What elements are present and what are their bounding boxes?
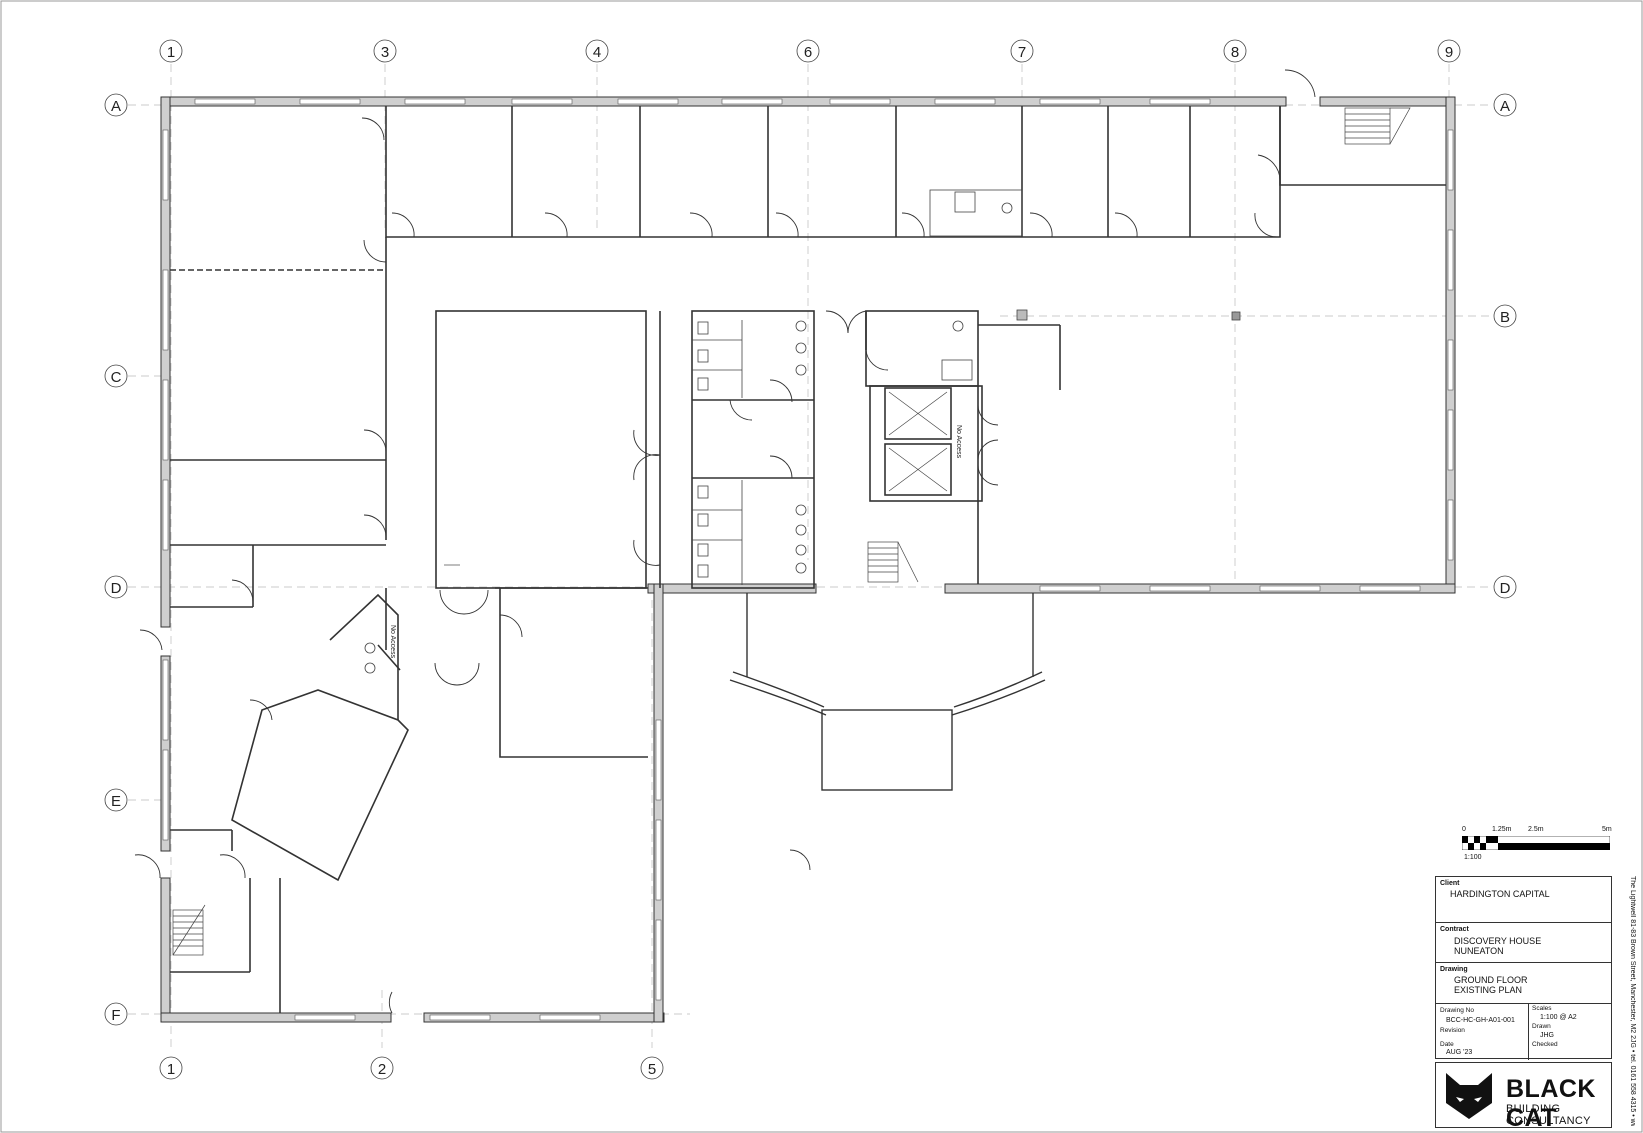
client-row: Client HARDINGTON CAPITAL: [1436, 877, 1611, 923]
scale-tick-1: 1.25m: [1492, 826, 1512, 833]
contract-row: Contract DISCOVERY HOUSE NUNEATON: [1436, 923, 1611, 963]
windows: [162, 98, 1454, 1021]
drawing-line2: EXISTING PLAN: [1454, 985, 1523, 995]
company-address: The Lightwell 81-83 Brown Street, Manche…: [1629, 876, 1636, 1126]
grid-label-left-0: A: [111, 98, 121, 115]
drawing-no-value: BCC-HC-GH-A01-001: [1446, 1017, 1515, 1024]
revision-label: Revision: [1440, 1027, 1465, 1034]
drawn-value: JHG: [1540, 1032, 1554, 1039]
scale-bar: 0 1.25m 2.5m 5m 1:100: [1462, 822, 1612, 868]
drawing-line1: GROUND FLOOR: [1454, 975, 1528, 985]
company-logo: BLACK CAT BUILDING CONSULTANCY: [1435, 1062, 1612, 1132]
client-value: HARDINGTON CAPITAL: [1450, 889, 1550, 899]
drawing-no-label: Drawing No: [1440, 1007, 1474, 1014]
grid-labels: 1 3 4 6 7 8 9 1 2 5 A C D E F A B D: [111, 44, 1511, 1078]
scale-tick-0: 0: [1462, 826, 1466, 833]
black-cat-icon: [1446, 1073, 1492, 1119]
grid-label-right-2: D: [1500, 580, 1511, 597]
door-swings: [134, 69, 1316, 1014]
grid-label-bottom-0: 1: [167, 1061, 175, 1078]
grid-label-right-0: A: [1500, 98, 1510, 115]
grid-label-bottom-2: 5: [648, 1061, 656, 1078]
logo-brand-text: BLACK CAT: [1506, 1075, 1596, 1132]
date-value: AUG '23: [1446, 1049, 1473, 1056]
internal-walls: [170, 106, 1446, 1013]
checked-label: Checked: [1532, 1041, 1558, 1048]
scale-tick-3: 5m: [1602, 826, 1612, 833]
client-label: Client: [1440, 880, 1460, 887]
grid-label-top-4: 7: [1018, 44, 1026, 61]
scale-tick-2: 2.5m: [1528, 826, 1544, 833]
grid-label-left-3: E: [111, 793, 121, 810]
wc-cubicles: [364, 189, 1241, 674]
grid-label-right-1: B: [1500, 309, 1510, 326]
title-block: Client HARDINGTON CAPITAL Contract DISCO…: [1435, 876, 1612, 1060]
contract-line2: NUNEATON: [1454, 946, 1504, 956]
lift-icon: [888, 391, 948, 492]
grid-label-left-4: F: [111, 1007, 120, 1024]
grid-lines: [128, 64, 1490, 1048]
contract-line1: DISCOVERY HOUSE: [1454, 936, 1542, 946]
drawing-row: Drawing GROUND FLOOR EXISTING PLAN: [1436, 963, 1611, 1004]
grid-label-left-1: C: [111, 369, 122, 386]
grid-label-top-3: 6: [804, 44, 812, 61]
grid-label-left-2: D: [111, 580, 122, 597]
grid-label-bottom-1: 2: [378, 1061, 386, 1078]
scale-ratio: 1:100: [1464, 854, 1482, 861]
grid-label-top-0: 1: [167, 44, 175, 61]
logo-sub-text: BUILDING CONSULTANCY: [1506, 1103, 1591, 1127]
scale-label: Scales: [1532, 1005, 1552, 1012]
entrance-lobby: [729, 593, 1046, 791]
grid-label-top-1: 3: [381, 44, 389, 61]
drawing-label: Drawing: [1440, 966, 1468, 973]
scale-value: 1:100 @ A2: [1540, 1014, 1577, 1021]
stairs: [172, 107, 1411, 956]
no-access-label-core: No Access: [955, 425, 962, 459]
scale-bar-graphic: [1462, 836, 1610, 850]
grid-label-top-6: 9: [1445, 44, 1453, 61]
grid-label-top-5: 8: [1231, 44, 1239, 61]
contract-label: Contract: [1440, 926, 1469, 933]
no-access-label-wing: No Access: [389, 625, 396, 659]
title-block-divider: [1528, 1004, 1529, 1060]
grid-bubbles: [104, 39, 1517, 1080]
date-label: Date: [1440, 1041, 1454, 1048]
grid-label-top-2: 4: [593, 44, 601, 61]
drawn-label: Drawn: [1532, 1023, 1551, 1030]
